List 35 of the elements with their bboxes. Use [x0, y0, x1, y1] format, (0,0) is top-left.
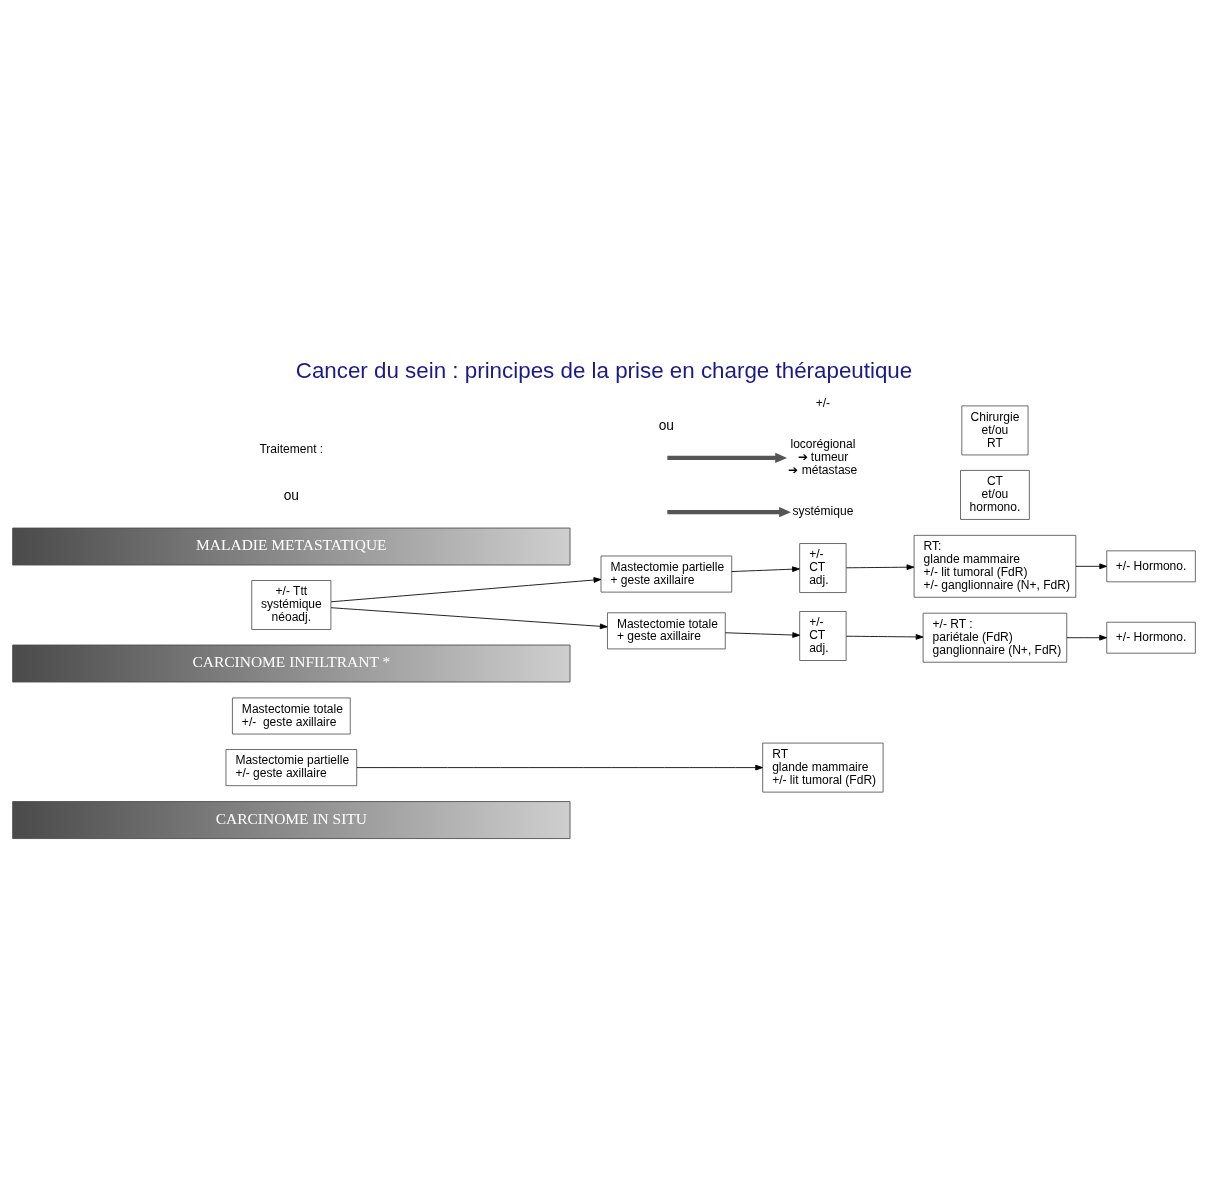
arrow: [330, 577, 602, 603]
arrow: [845, 634, 924, 640]
node-box: RT glande mammaire +/- lit tumoral (FdR): [762, 742, 884, 793]
node-text: systémique: [792, 504, 854, 519]
node-box: MALADIE METASTATIQUE: [12, 527, 571, 566]
arrow: [667, 452, 788, 464]
arrow: [356, 764, 764, 771]
node-box: +/- CT adj.: [799, 543, 847, 593]
node-box: Mastectomie totale + geste axillaire: [607, 612, 726, 650]
node-box: +/- Hormono.: [1106, 550, 1196, 583]
label: +/-: [815, 395, 831, 410]
label: ou: [658, 418, 675, 434]
node-box: Mastectomie partielle + geste axillaire: [600, 555, 733, 593]
node-box: +/- Hormono.: [1106, 621, 1196, 654]
node-box: +/- CT adj.: [799, 611, 847, 661]
arrow: [731, 566, 800, 572]
node-box: CARCINOME IN SITU: [12, 801, 571, 839]
arrow: [724, 632, 801, 638]
node-box: Chirurgie et/ou RT: [961, 405, 1029, 456]
node-box: +/- RT : pariétale (FdR) ganglionnaire (N+, FdR): [922, 612, 1068, 663]
arrow: [845, 564, 915, 571]
arrow: [667, 506, 791, 518]
label: Traitement :: [259, 442, 324, 457]
node-text: locorégional ➔ tumeur ➔ métastase: [788, 437, 858, 478]
node-box: RT: glande mammaire +/- lit tumoral (FdR) +/- ganglionnaire (N+, FdR): [913, 534, 1077, 598]
node-box: Mastectomie totale +/- geste axillaire: [232, 697, 351, 735]
label: ou: [283, 487, 299, 503]
node-box: CARCINOME INFILTRANT *: [12, 644, 571, 683]
node-box: Mastectomie partielle +/- geste axillaire: [225, 749, 358, 787]
node-box: +/- Ttt systémique néoadj.: [251, 580, 332, 630]
arrow: [1075, 563, 1108, 570]
diagram-title: Cancer du sein : principes de la prise en charge thérapeutique: [295, 357, 913, 383]
arrow: [330, 607, 608, 630]
node-box: CT et/ou hormono.: [960, 470, 1030, 520]
arrow: [1066, 634, 1107, 641]
